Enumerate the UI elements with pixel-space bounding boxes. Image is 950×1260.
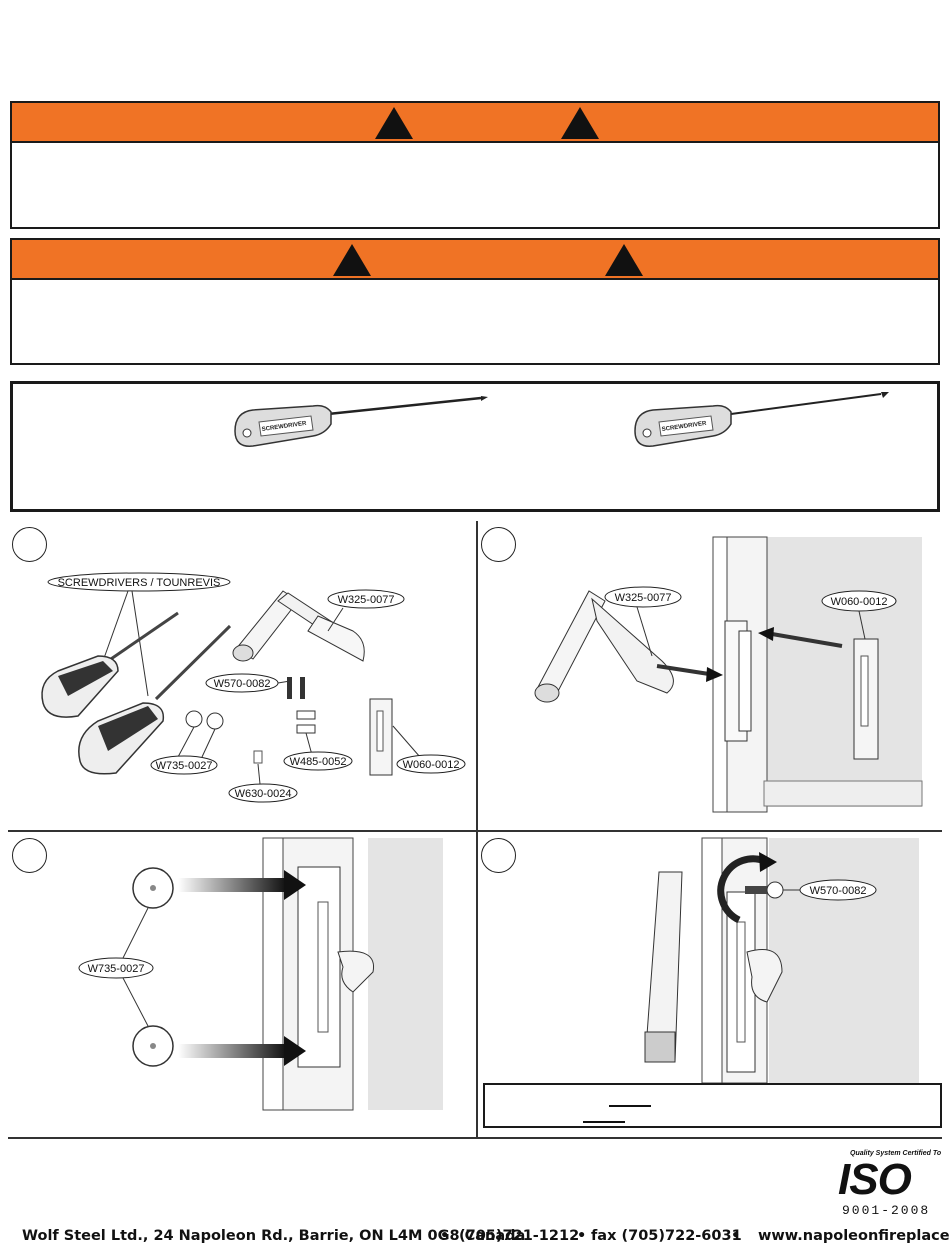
part-label: W325-0077 <box>615 592 672 604</box>
part-label: W570-0082 <box>214 678 271 690</box>
step-number-circle <box>12 527 47 562</box>
steps-grid: SCREWDRIVERS / TOUNREVIS W325-0077 W570-… <box>8 521 942 1139</box>
separator-bullet: • <box>440 1228 450 1244</box>
note-box <box>483 1083 942 1128</box>
screwdriver-icon: SCREWDRIVER <box>234 396 488 447</box>
iso-number-text: 9001-2008 <box>842 1203 931 1218</box>
step-number-circle <box>481 527 516 562</box>
company-phone: (705)721-1212 <box>459 1228 580 1244</box>
step-panel-2: W325-0077 W060-0012 <box>477 521 942 830</box>
panel-divider <box>8 1137 942 1139</box>
part-label: W735-0027 <box>156 760 213 772</box>
note-underline <box>583 1121 625 1123</box>
part-label: W630-0024 <box>235 788 292 800</box>
step-panel-1: SCREWDRIVERS / TOUNREVIS W325-0077 W570-… <box>8 521 476 830</box>
part-label: W570-0082 <box>810 885 867 897</box>
warning-header-bar <box>12 103 938 143</box>
tools-box: SCREWDRIVER SCREWDRIVER <box>10 381 940 512</box>
note-underline <box>609 1105 651 1107</box>
warning-box-1 <box>10 101 940 229</box>
parts-illustration: SCREWDRIVERS / TOUNREVIS W325-0077 W570-… <box>41 572 466 803</box>
panel-divider <box>8 830 942 832</box>
iso-top-text: Quality System Certified To <box>850 1150 942 1157</box>
warning-box-2 <box>10 238 940 365</box>
company-fax: fax (705)722-6031 <box>591 1228 742 1244</box>
part-label: W060-0012 <box>403 759 460 771</box>
step-number-circle <box>12 838 47 873</box>
warning-triangle-icon <box>333 244 371 276</box>
part-label: W325-0077 <box>338 594 395 606</box>
part-label: W485-0052 <box>290 756 347 768</box>
step-panel-4: W570-0082 <box>477 832 942 1137</box>
step-number-circle <box>481 838 516 873</box>
warning-triangle-icon <box>605 244 643 276</box>
tools-illustration: SCREWDRIVER SCREWDRIVER <box>234 392 889 447</box>
step-3-illustration: W735-0027 <box>78 837 443 1111</box>
footer: Wolf Steel Ltd., 24 Napoleon Rd., Barrie… <box>0 1224 950 1254</box>
separator-bullet: • <box>731 1228 741 1244</box>
screwdriver-icon: SCREWDRIVER <box>634 392 889 447</box>
separator-bullet: • <box>577 1228 587 1244</box>
screwdrivers-label: SCREWDRIVERS / TOUNREVIS <box>58 577 221 589</box>
company-address: Wolf Steel Ltd., 24 Napoleon Rd., Barrie… <box>22 1228 526 1244</box>
company-website-link[interactable]: www.napoleonfireplaces.com <box>758 1228 950 1244</box>
part-label: W060-0012 <box>831 596 888 608</box>
warning-header-bar <box>12 240 938 280</box>
part-label: W735-0027 <box>88 963 145 975</box>
iso-main-text: ISO <box>838 1155 912 1204</box>
step-panel-3: W735-0027 <box>8 832 476 1137</box>
step-2-illustration: W325-0077 W060-0012 <box>534 536 923 813</box>
warning-triangle-icon <box>375 107 413 139</box>
warning-triangle-icon <box>561 107 599 139</box>
iso-certification-logo: Quality System Certified To ISO 9001-200… <box>836 1150 942 1220</box>
step-4-illustration: W570-0082 <box>644 837 919 1084</box>
